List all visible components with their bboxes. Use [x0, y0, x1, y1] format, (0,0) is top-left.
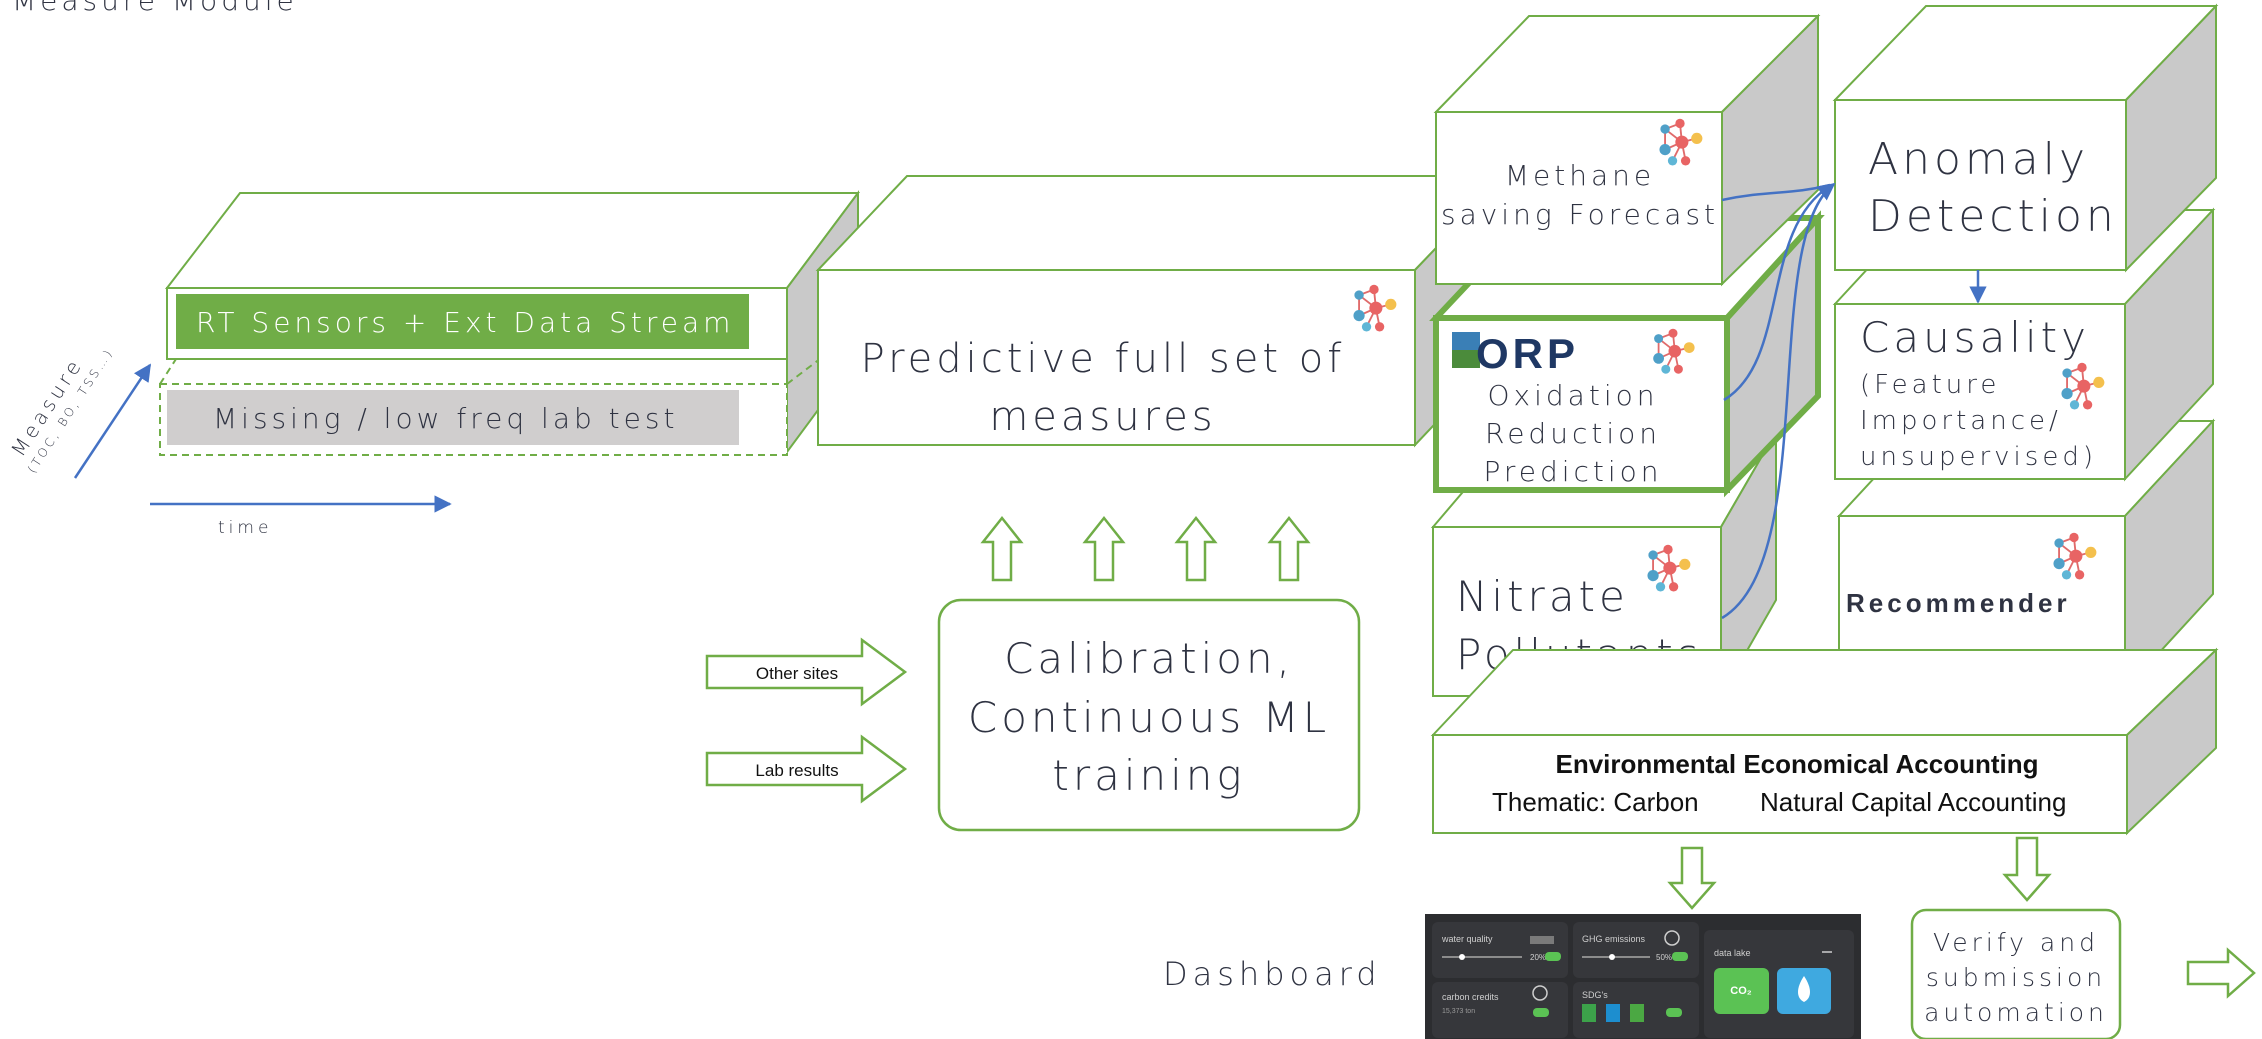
- verify-line3: automation: [1924, 998, 2108, 1027]
- verify-line2: submission: [1926, 963, 2106, 992]
- recommender-label: Recommender: [1846, 588, 2071, 618]
- lab-results-label: Lab results: [755, 761, 838, 780]
- x-axis-label: time: [218, 518, 272, 538]
- calibration-line1: Calibration,: [1004, 634, 1294, 683]
- anomaly-block: Anomaly Detection: [1832, 3, 2219, 273]
- rt-sensors-label: RT Sensors + Ext Data Stream: [196, 306, 734, 339]
- accounting-right: Natural Capital Accounting: [1760, 787, 2066, 817]
- dash-water-pct: 20%: [1530, 953, 1546, 962]
- dash-carbon: carbon credits: [1442, 992, 1499, 1002]
- sensor-stream-block: RT Sensors + Ext Data Stream Missing / l…: [159, 189, 860, 456]
- orp-line3: Prediction: [1483, 455, 1662, 488]
- output-arrow: [2186, 947, 2256, 999]
- calibration-line3: training: [1052, 751, 1245, 800]
- flow-connectors: [1721, 182, 1836, 620]
- methane-line1: Methane: [1505, 159, 1655, 192]
- accounting-title: Environmental Economical Accounting: [1556, 749, 2039, 779]
- calibration-box: Calibration, Continuous ML training: [937, 598, 1361, 832]
- input-arrow-lab-results: Lab results: [705, 734, 908, 804]
- dash-water-quality: water quality: [1441, 934, 1493, 944]
- dashboard-label: Dashboard: [1163, 955, 1382, 993]
- accounting-block: Environmental Economical Accounting Them…: [1430, 647, 2219, 836]
- causality-line1: (Feature: [1860, 370, 2000, 400]
- causality-block: Causality (Feature Importance/ unsupervi…: [1832, 207, 2216, 482]
- dashboard-preview: water quality 20% GHG emissions 50% carb…: [1425, 914, 1861, 1039]
- accounting-left: Thematic: Carbon: [1492, 787, 1699, 817]
- down-arrows: [1667, 836, 2052, 910]
- nitrate-line1: Nitrate: [1456, 572, 1629, 621]
- methane-line2: saving Forecast: [1441, 198, 1719, 231]
- input-arrow-other-sites: Other sites: [705, 637, 908, 707]
- causality-line2: Importance/: [1860, 406, 2062, 436]
- dash-co2: CO₂: [1730, 985, 1752, 997]
- calibration-line2: Continuous ML: [968, 693, 1330, 742]
- orp-line1: Oxidation: [1488, 379, 1659, 412]
- anomaly-line2: Detection: [1868, 191, 2118, 242]
- causality-line3: unsupervised): [1860, 442, 2097, 472]
- page-title: Measure Module: [12, 0, 298, 17]
- predictive-line2: measures: [989, 394, 1216, 440]
- dash-data-lake: data lake: [1714, 948, 1751, 958]
- other-sites-label: Other sites: [756, 664, 838, 683]
- dash-carbon-val: 15,373 ton: [1442, 1008, 1475, 1015]
- predictive-block: Predictive full set of measures: [815, 173, 1508, 448]
- predictive-line1: Predictive full set of: [861, 336, 1346, 382]
- dash-sdg: SDG's: [1582, 990, 1608, 1000]
- verify-line1: Verify and: [1933, 928, 2099, 957]
- dash-ghg: GHG emissions: [1582, 934, 1646, 944]
- anomaly-line1: Anomaly: [1868, 134, 2089, 185]
- causality-title: Causality: [1860, 313, 2090, 362]
- orp-line2: Reduction: [1485, 417, 1661, 450]
- verify-box: Verify and submission automation: [1910, 908, 2122, 1039]
- orp-title: ORP: [1476, 330, 1579, 377]
- methane-block: Methane saving Forecast: [1433, 13, 1821, 287]
- up-arrows: [980, 515, 1311, 582]
- dash-ghg-pct: 50%: [1656, 953, 1672, 962]
- lab-test-label: Missing / low freq lab test: [213, 402, 678, 435]
